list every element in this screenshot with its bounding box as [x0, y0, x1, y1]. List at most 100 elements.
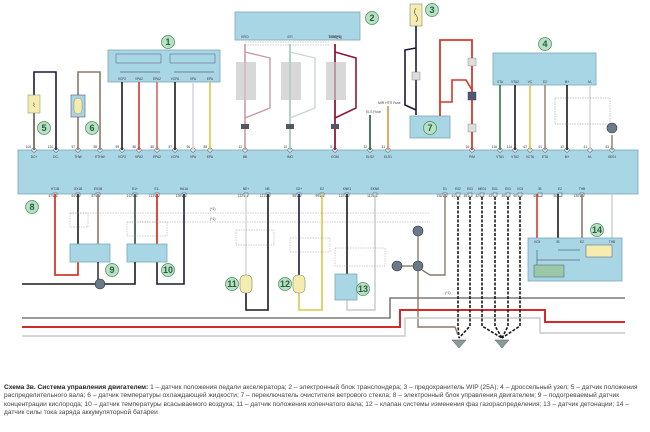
- pin-number: 121: [260, 194, 266, 198]
- pin-signal: M-: [588, 155, 592, 159]
- caption-item: 11 – датчик положения коленчатого вала;: [234, 400, 364, 408]
- pin-signal: THW: [74, 155, 81, 159]
- component-pin-label: EPA: [207, 77, 214, 81]
- pin-number: 86: [132, 145, 136, 149]
- pin-signal: IB: [538, 187, 541, 191]
- pin-signal: EPA: [207, 155, 214, 159]
- shielded-ground-wire: [494, 197, 503, 339]
- shielded-ground-wire: [481, 197, 503, 339]
- component-pin-label: M+: [565, 80, 570, 84]
- component-pin-label: E2: [580, 240, 584, 244]
- pin-signal: G2+: [296, 187, 302, 191]
- engine-control-wiring-diagram: 100DC+120DC-97THW98ETHW99VCP286VPA285EPA…: [17, 3, 639, 349]
- component-13-knock-sensor: [334, 273, 358, 301]
- caption-item: 9 – подогреваемый датчик концентрации ки…: [4, 392, 620, 408]
- pin-signal: DC+: [31, 155, 38, 159]
- pin-signal: ELS1: [384, 155, 392, 159]
- pin-number: 97: [71, 145, 75, 149]
- pin-signal: HT1B: [51, 187, 59, 191]
- pin-signal: ETA: [542, 155, 549, 159]
- component-number: 5: [41, 123, 46, 133]
- pin-number: 98: [292, 194, 296, 198]
- pin-number: 41: [583, 145, 587, 149]
- component-badge-10: 10: [161, 263, 175, 277]
- pin-number: 90: [553, 194, 557, 198]
- pin-number: 122: [238, 194, 244, 198]
- pin-signal: DC-: [53, 155, 59, 159]
- component-pin-label: VCPA: [171, 77, 180, 81]
- component-pin-label: VC5: [534, 240, 540, 244]
- component-number: 1: [165, 37, 170, 47]
- mir-fuse-label: MIR HTR Fuse: [378, 101, 401, 105]
- pin-terminal: [455, 192, 461, 197]
- component-badge-7: 7: [423, 121, 437, 135]
- pin-signal: ME01: [478, 187, 487, 191]
- pin-number: 16: [465, 145, 469, 149]
- pin-number: 111: [367, 194, 372, 198]
- component-12-valve: [292, 274, 306, 294]
- pin-number: 42: [560, 145, 564, 149]
- component-pin-label: THB: [609, 240, 615, 244]
- pin-signal: THB: [579, 187, 585, 191]
- pin-signal: VCP2: [118, 155, 127, 159]
- component-badge-12: 12: [278, 277, 292, 291]
- component-number: 7: [427, 123, 432, 133]
- pin-signal: E1+: [132, 187, 138, 191]
- note-1: (*1): [210, 207, 215, 211]
- pin-terminal: [517, 192, 523, 197]
- pin-signal: E1: [443, 187, 447, 191]
- note-1c: (*1): [445, 291, 450, 295]
- component-pin-label: VPA: [190, 77, 197, 81]
- component-badge-9: 9: [105, 263, 119, 277]
- component-number: 10: [163, 265, 173, 275]
- pin-terminal: [505, 192, 511, 197]
- pin-number: 60: [513, 194, 517, 198]
- component-11-sensor: [239, 274, 253, 294]
- pin-number: 98: [93, 145, 97, 149]
- pin-terminal: [479, 192, 485, 197]
- caption-item: 6 – датчик температуры охлаждающей жидко…: [85, 392, 239, 400]
- component-pin-label: EOM(*1): [329, 35, 341, 39]
- pin-signal: ELS2: [366, 155, 374, 159]
- shielded-ground-wire: [458, 197, 471, 339]
- pin-signal: GE01: [608, 155, 616, 159]
- pin-number: 47: [48, 194, 52, 198]
- caption-item: 1 – датчик положения педали акселератора…: [150, 384, 287, 391]
- els-fuse-label: ELS Fuse: [366, 110, 381, 114]
- pin-signal: PIM: [469, 155, 475, 159]
- caption-item: 5 – датчик положения распределительного …: [4, 384, 638, 400]
- ground-junction-a: [391, 260, 403, 272]
- component-number: 14: [592, 225, 602, 235]
- figure-caption: Схема 3в. Система управления двигателем:…: [4, 384, 644, 418]
- shielded-ground-wire: [501, 197, 521, 339]
- component-4-block: [492, 52, 597, 86]
- component-pin-label: VPA2: [135, 77, 143, 81]
- ground-point-ge01: [606, 122, 618, 134]
- pin-signal: IMO: [287, 155, 294, 159]
- component-number: 2: [369, 13, 374, 23]
- pin-signal: NE-: [265, 187, 271, 191]
- pin-signal: VC5: [517, 187, 523, 191]
- pin-number: 110: [339, 194, 344, 198]
- pin-number: 68: [533, 194, 537, 198]
- pin-number: 116: [492, 145, 497, 149]
- ground-point-shield: [94, 278, 106, 290]
- component-pin-label: M-: [588, 80, 592, 84]
- pin-signal: VCPA: [171, 155, 180, 159]
- pin-signal: VTA2: [511, 155, 519, 159]
- component-number: 3: [429, 5, 434, 15]
- pin-number: 85: [150, 145, 154, 149]
- component-number: 11: [227, 279, 237, 289]
- svg-text:⌇: ⌇: [33, 102, 36, 109]
- component-pin-label: VCP2: [118, 77, 127, 81]
- caption-item: 7 – переключатель очистителя ветрового с…: [238, 392, 391, 400]
- pin-number: 114: [507, 145, 512, 149]
- caption-item: 4 – дроссельный узел;: [498, 384, 569, 391]
- pin-signal: NE+: [243, 187, 249, 191]
- component-badge-5: 5: [37, 121, 51, 135]
- component-2-block: [234, 11, 361, 41]
